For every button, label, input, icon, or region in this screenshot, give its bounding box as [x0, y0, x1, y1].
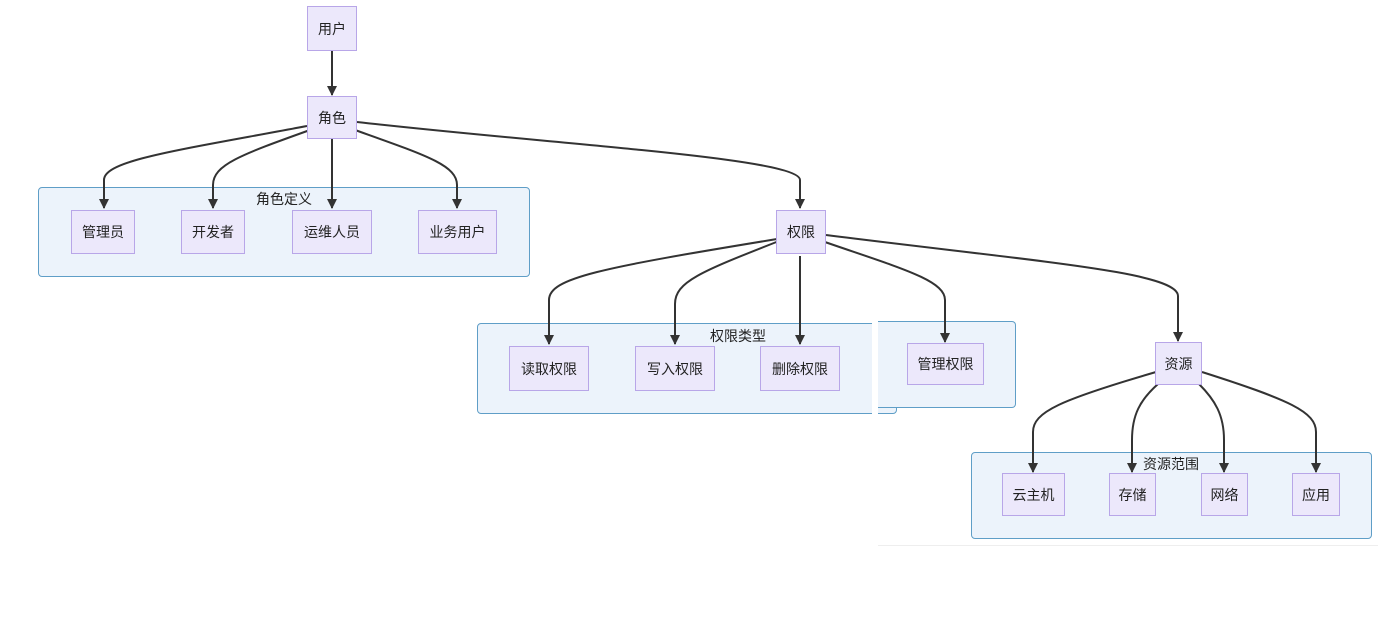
node-write-permission[interactable]: 写入权限 [635, 346, 715, 391]
node-resource[interactable]: 资源 [1155, 342, 1202, 385]
node-application[interactable]: 应用 [1292, 473, 1340, 516]
edge-role-permission [356, 121, 805, 209]
node-storage[interactable]: 存储 [1109, 473, 1156, 516]
edge-res-application [1201, 371, 1321, 473]
node-read-permission[interactable]: 读取权限 [509, 346, 589, 391]
node-network[interactable]: 网络 [1201, 473, 1248, 516]
node-role[interactable]: 角色 [307, 96, 357, 139]
group-title-permission-type: 权限类型 [710, 329, 766, 345]
splice-bottom-line [878, 545, 1378, 546]
node-biz-user[interactable]: 业务用户 [418, 210, 497, 254]
node-admin[interactable]: 管理员 [71, 210, 135, 254]
edge-res-storage [1127, 383, 1159, 473]
group-title-resource-scope: 资源范围 [1143, 457, 1199, 473]
edge-res-cloudhost [1028, 371, 1157, 473]
edge-perm-read [544, 238, 778, 345]
node-manage-permission[interactable]: 管理权限 [907, 343, 984, 385]
edge-role-developer [208, 129, 311, 209]
group-title-role-definition: 角色定义 [256, 192, 312, 208]
node-delete-permission[interactable]: 删除权限 [760, 346, 840, 391]
node-permission[interactable]: 权限 [776, 210, 826, 254]
node-developer[interactable]: 开发者 [181, 210, 245, 254]
node-cloud-host[interactable]: 云主机 [1002, 473, 1065, 516]
edge-perm-write [670, 240, 780, 345]
edge-res-network [1198, 383, 1229, 473]
node-ops[interactable]: 运维人员 [292, 210, 372, 254]
edge-perm-resource [825, 234, 1183, 342]
edge-role-admin [99, 125, 308, 209]
edge-perm-manage [821, 240, 950, 343]
image-seam [872, 321, 878, 416]
edge-role-bizuser [354, 129, 462, 209]
node-user[interactable]: 用户 [307, 6, 357, 51]
